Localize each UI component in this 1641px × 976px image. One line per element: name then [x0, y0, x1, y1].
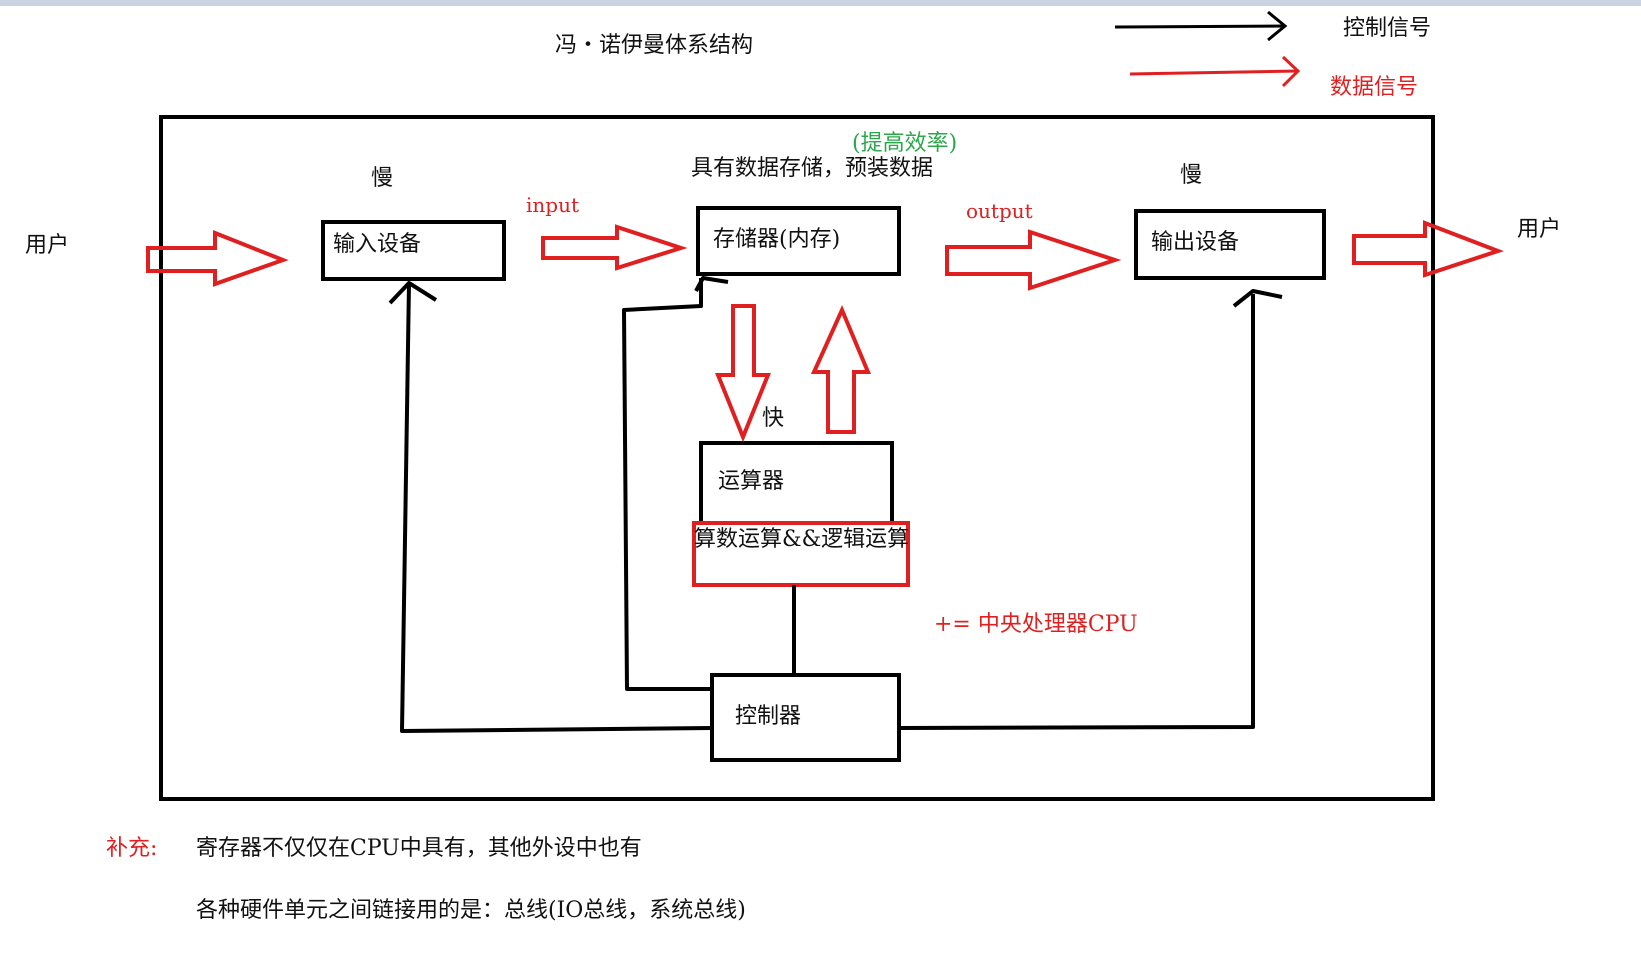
control-line-controller-to-output	[898, 294, 1255, 730]
arith-box	[692, 521, 910, 587]
fast-label: 快	[762, 406, 785, 431]
arith-label: 算数运算&&逻辑运算	[694, 527, 910, 552]
control-line-controller-to-memory	[622, 278, 712, 691]
control-arrowhead-output	[1232, 289, 1283, 308]
controller-label: 控制器	[735, 704, 802, 729]
supplement-label: 补充:	[106, 836, 158, 861]
user-left-label: 用户	[25, 233, 70, 258]
legend-data-label: 数据信号	[1330, 75, 1419, 100]
data-arrow-input-to-memory	[541, 224, 688, 271]
legend-control-arrow	[1114, 10, 1288, 42]
cpu-label: += 中央处理器CPU	[934, 612, 1138, 637]
slow-left-label: 慢	[371, 166, 394, 191]
controller-box	[710, 673, 901, 762]
storage-desc-label: 具有数据存储，预装数据	[691, 156, 934, 181]
slow-right-label: 慢	[1180, 163, 1203, 188]
input-label: input	[526, 193, 579, 217]
memory-box	[696, 206, 901, 276]
control-line-controller-to-input	[400, 282, 713, 733]
legend-data-arrow	[1129, 55, 1301, 88]
control-arrowhead-memory	[694, 276, 729, 292]
data-arrow-output-to-user	[1352, 220, 1504, 278]
alu-label: 运算器	[718, 469, 785, 494]
data-arrow-memory-to-output	[945, 229, 1122, 291]
data-arrow-user-to-input	[146, 230, 289, 287]
output-label: output	[966, 199, 1033, 223]
input-device-label: 输入设备	[333, 232, 422, 257]
data-arrow-memory-to-alu	[715, 304, 771, 443]
user-right-label: 用户	[1517, 217, 1562, 242]
input-device-box	[321, 220, 506, 281]
window-top-border	[0, 0, 1641, 6]
legend-control-label: 控制信号	[1343, 16, 1432, 41]
note-bus: 各种硬件单元之间链接用的是：总线(IO总线，系统总线)	[196, 898, 746, 923]
memory-label: 存储器(内存)	[713, 227, 841, 252]
output-device-label: 输出设备	[1151, 230, 1240, 255]
control-arrowhead-input	[388, 281, 438, 305]
note-registers: 寄存器不仅仅在CPU中具有，其他外设中也有	[196, 836, 642, 861]
diagram-title: 冯・诺伊曼体系结构	[555, 33, 754, 58]
system-frame	[159, 115, 1435, 801]
data-arrow-alu-to-memory	[810, 304, 872, 434]
output-device-box	[1134, 209, 1326, 280]
efficiency-label: (提高效率)	[852, 131, 958, 156]
